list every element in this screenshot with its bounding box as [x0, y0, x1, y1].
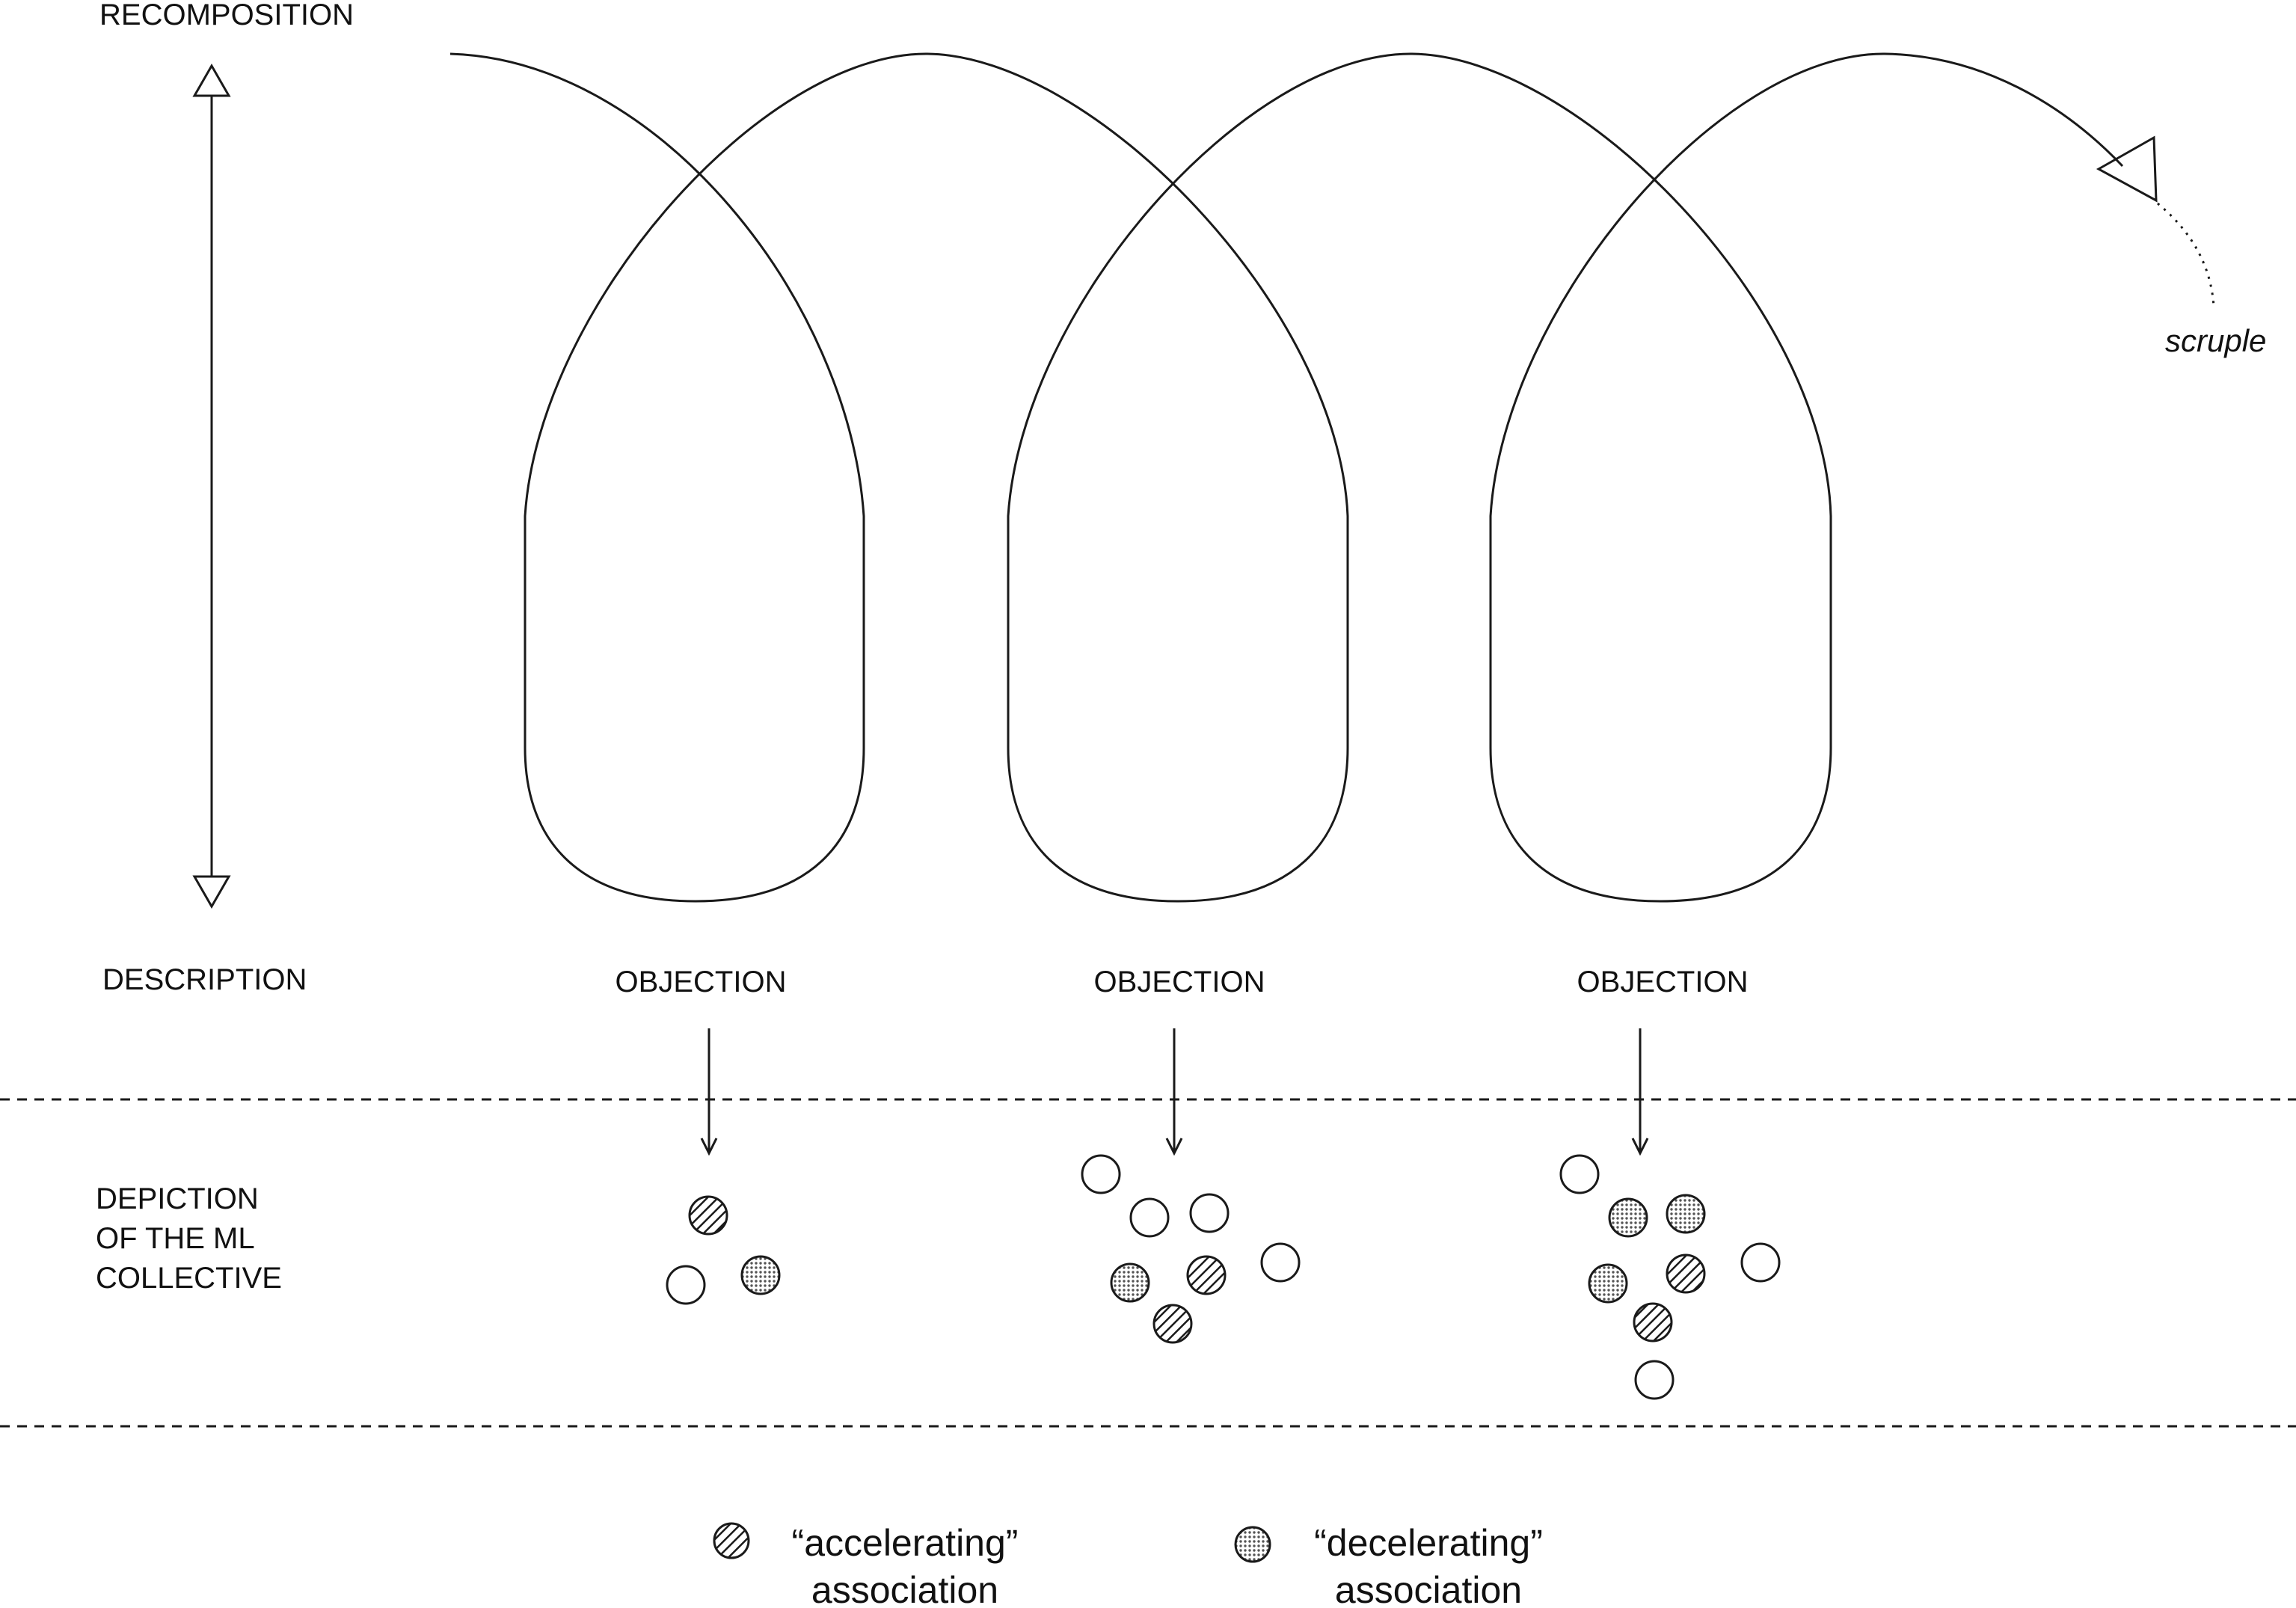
- objection-label-1: OBJECTION: [616, 966, 787, 998]
- accelerating-association-circle: [1633, 1302, 1673, 1342]
- decelerating-association-circle: [1666, 1194, 1706, 1234]
- empty-association-circle: [1081, 1154, 1121, 1194]
- up-arrowhead-icon: [192, 63, 231, 97]
- down-arrowhead-icon: [192, 875, 231, 909]
- decelerating-association-circle: [1588, 1263, 1628, 1304]
- association-clusters: [666, 1154, 1781, 1400]
- legend: “accelerating” association “decelerating…: [713, 1522, 1543, 1608]
- decelerating-association-circle: [1608, 1197, 1648, 1238]
- accelerating-association-circle: [1666, 1253, 1706, 1294]
- legend-accelerating-line-1: “accelerating”: [792, 1522, 1019, 1564]
- empty-association-circle: [1634, 1360, 1675, 1400]
- empty-association-circle: [666, 1265, 706, 1305]
- accelerating-association-circle: [688, 1195, 728, 1236]
- legend-decelerating-line-1: “decelerating”: [1314, 1522, 1543, 1564]
- depiction-label-line-2: OF THE ML: [96, 1222, 255, 1255]
- depiction-label-line-1: DEPICTION: [96, 1182, 259, 1215]
- empty-association-circle: [1559, 1154, 1600, 1194]
- empty-association-circle: [1260, 1242, 1301, 1283]
- recomposition-label: RECOMPOSITION: [99, 0, 354, 31]
- spiral-curve: [449, 52, 2124, 903]
- accelerating-association-circle: [1152, 1304, 1193, 1344]
- recomposition-description-axis: [192, 63, 231, 909]
- objection-label-3: OBJECTION: [1577, 966, 1749, 998]
- description-label: DESCRIPTION: [102, 963, 307, 996]
- legend-accelerating-swatch: [713, 1522, 750, 1559]
- objection-arrows: [700, 1028, 1649, 1156]
- empty-association-circle: [1129, 1197, 1170, 1238]
- legend-decelerating-line-2: association: [1335, 1569, 1522, 1608]
- empty-association-circle: [1740, 1242, 1781, 1283]
- spiral-arrowhead-icon: [2096, 135, 2158, 203]
- legend-decelerating-swatch: [1234, 1526, 1271, 1563]
- empty-association-circle: [1189, 1193, 1230, 1233]
- legend-accelerating-line-2: association: [811, 1569, 998, 1608]
- accelerating-association-circle: [1186, 1255, 1227, 1295]
- decelerating-association-circle: [740, 1255, 781, 1295]
- decelerating-association-circle: [1110, 1262, 1150, 1303]
- objection-label-2: OBJECTION: [1094, 966, 1265, 998]
- scruple-label: scruple: [2165, 323, 2266, 358]
- scruple-leader: [2157, 202, 2215, 307]
- depiction-label-line-3: COLLECTIVE: [96, 1262, 282, 1295]
